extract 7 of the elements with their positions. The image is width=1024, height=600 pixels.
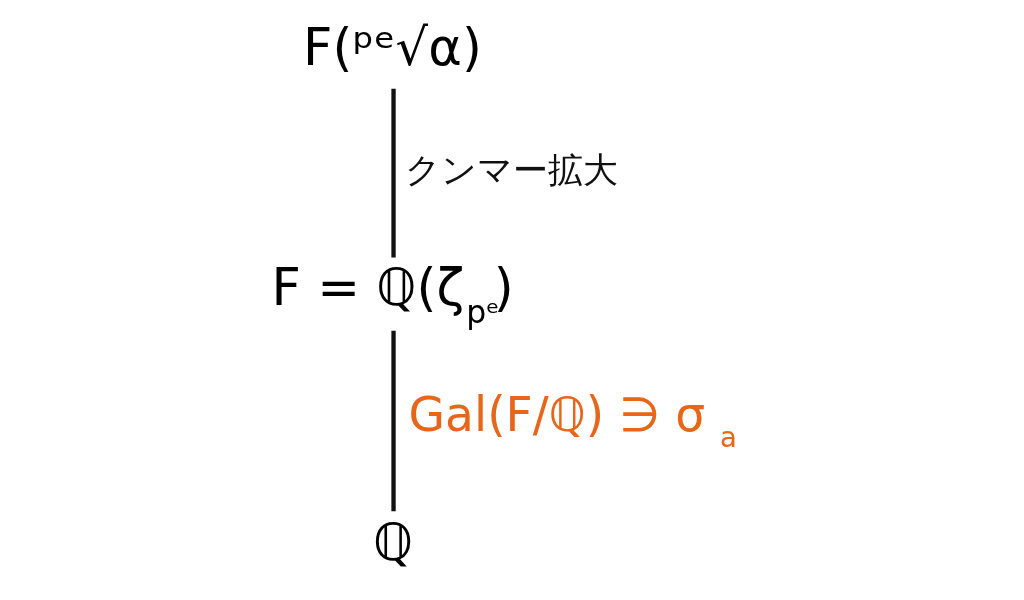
node-text: ℚ [372,513,413,573]
edge-label: クンマー拡大 [404,148,618,190]
node-text: F(ᵖᵉ√α) [302,17,482,77]
connector [390,330,396,512]
connector [390,88,396,258]
edge-label: Gal(F/ℚ) ∋ σ$_{a}$ [408,387,737,454]
node-text: F = ℚ(ζ$_{pᵉ}$) [271,257,514,330]
